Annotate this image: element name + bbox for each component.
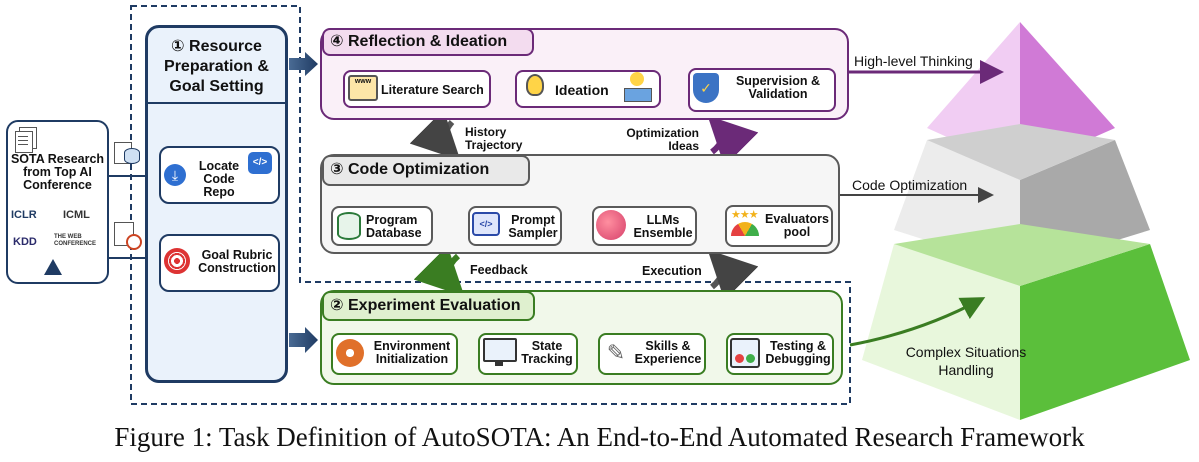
history-arrow: [409, 109, 461, 161]
evaluators-pool-label: Evaluators pool: [765, 212, 829, 240]
ideation-label: Ideation: [555, 82, 609, 98]
logo-iclr: ICLR: [11, 209, 37, 221]
feedback-arrow: [413, 245, 465, 297]
database-icon: [337, 212, 361, 240]
code-opt-label: Code Optimization: [852, 177, 968, 193]
high-level-label: High-level Thinking: [854, 53, 973, 69]
logo-icml: ICML: [63, 209, 90, 221]
shield-check-icon: ✓: [693, 73, 719, 103]
code-title: ③ Code Optimization: [330, 161, 490, 178]
aaai-logo-icon: [44, 259, 62, 275]
code-icon: </>: [248, 152, 272, 174]
logo-kdd: KDD: [13, 236, 37, 248]
source-title: SOTA Research from Top AI Conference: [10, 152, 105, 193]
supervision-label: Supervision & Validation: [735, 74, 821, 102]
reflection-title: ④ Reflection & Ideation: [330, 33, 508, 50]
execution-label: Execution: [642, 264, 702, 278]
opt-ideas-arrow: [707, 115, 759, 167]
history-trajectory-label: History Trajectory: [465, 125, 523, 152]
reflection-title-tab: [322, 28, 534, 56]
resource-title-divider: [145, 102, 288, 104]
test-window-icon: [730, 338, 760, 368]
program-database-label: Program Database: [366, 213, 422, 241]
experiment-title: ② Experiment Evaluation: [330, 297, 521, 314]
literature-search-label: Literature Search: [381, 83, 484, 97]
block-arrow-to-experiment: [289, 327, 318, 353]
llms-ensemble-label: LLMs Ensemble: [633, 213, 693, 241]
www-search-icon: www: [348, 75, 378, 101]
arrow-complex: [849, 297, 986, 347]
experiment-title-tab: [322, 291, 535, 321]
brain-icon: [596, 210, 626, 240]
gear-icon: [336, 339, 364, 367]
environment-init-label: Environment Initialization: [373, 339, 451, 367]
prompt-sampler-label: Prompt Sampler: [508, 213, 558, 241]
execution-arrow: [707, 249, 759, 301]
lightbulb-icon: [526, 74, 544, 96]
download-icon: ⤓: [164, 164, 186, 186]
state-tracking-label: State Tracking: [521, 339, 573, 367]
goals-checklist-icon: [114, 222, 142, 250]
pyramid: [862, 22, 1190, 420]
logo-webconf: THE WEB CONFERENCE: [54, 234, 97, 247]
database-doc-icon: [114, 142, 140, 164]
code-window-icon: </>: [472, 212, 500, 236]
code-title-tab: [322, 155, 530, 186]
document-stack-icon: [15, 127, 39, 153]
dashed-frame: [130, 5, 851, 405]
star-gauge-icon: ★★★: [729, 208, 761, 242]
skills-card: [598, 333, 706, 375]
idea-book-icon: [622, 72, 652, 104]
resource-panel: [145, 25, 288, 383]
resource-title: ① Resource Preparation & Goal Setting: [164, 38, 269, 95]
testing-label: Testing & Debugging: [765, 339, 831, 367]
locate-code-repo-label: Locate Code Repo: [198, 159, 240, 200]
tools-icon: ✎: [606, 340, 626, 365]
block-arrow-to-reflection: [289, 52, 318, 76]
optimization-ideas-label: Optimization Ideas: [626, 126, 699, 153]
monitor-chart-icon: [483, 338, 517, 368]
complex-label: Complex Situations Handling: [905, 344, 1027, 378]
skills-label: Skills & Experience: [634, 339, 702, 367]
goal-rubric-label: Goal Rubric Construction: [198, 248, 276, 276]
target-icon: [164, 248, 190, 274]
figure-caption: Figure 1: Task Definition of AutoSOTA: A…: [114, 422, 1085, 452]
feedback-label: Feedback: [470, 263, 528, 277]
